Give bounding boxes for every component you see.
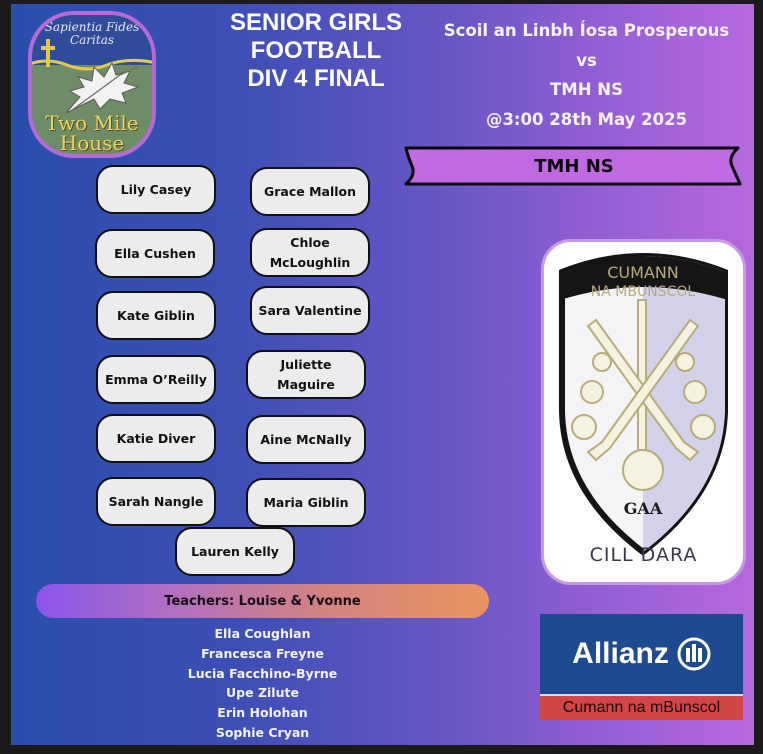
sponsor-logo: Allianz Cumann na mBunscol — [540, 614, 743, 720]
player-pill: Emma O’Reilly — [96, 355, 216, 404]
substitute-name: Lucia Facchino-Byrne — [187, 665, 338, 681]
svg-text:CUMANN: CUMANN — [607, 263, 679, 282]
player-pill: Juliette Maguire — [246, 350, 366, 399]
player-pill: Sarah Nangle — [96, 477, 216, 526]
school-crest-logo: Sapientia Fides Caritas Two Mile House — [28, 11, 156, 158]
match-details: Scoil an Linbh Íosa Prosperous vs TMH NS… — [419, 16, 754, 134]
team-banner: TMH NS — [402, 146, 746, 186]
cumann-na-mbunscol-crest: CUMANN NA MBUNSCOL GAA CILL DARA — [541, 239, 746, 585]
sponsor-brand: Allianz — [572, 637, 669, 670]
cross-icon — [41, 39, 55, 67]
svg-text:GAA: GAA — [624, 499, 663, 518]
player-pill: Grace Mallon — [250, 167, 370, 216]
substitute-name: Francesca Freyne — [201, 645, 324, 661]
substitute-name: Ella Coughlan — [214, 626, 311, 641]
crest-motto: Sapientia Fides Caritas — [44, 20, 140, 47]
team-banner-label: TMH NS — [534, 155, 614, 177]
away-team: TMH NS — [550, 80, 623, 99]
player-pill: Sara Valentine — [250, 286, 370, 335]
substitute-name: Erin Holohan — [217, 705, 308, 721]
county-name: CILL DARA — [589, 544, 698, 566]
player-pill: Maria Giblin — [246, 478, 366, 527]
ribbon-shape — [404, 146, 742, 186]
match-time-date: @3:00 28th May 2025 — [485, 109, 688, 129]
player-pill: Kate Giblin — [96, 291, 216, 340]
versus-label: vs — [576, 50, 597, 70]
shield-icon: CUMANN NA MBUNSCOL GAA — [559, 253, 728, 556]
crest-school-name: Two Mile House — [45, 111, 139, 155]
player-pill: Ella Cushen — [95, 229, 215, 278]
competition-title: SENIOR GIRLS FOOTBALL DIV 4 FINAL — [229, 9, 403, 92]
player-pill: Lily Casey — [96, 165, 216, 214]
fixture-poster: Sapientia Fides Caritas Two Mile House S… — [11, 4, 754, 745]
player-pill: Chloe McLoughlin — [250, 228, 370, 277]
player-pill: Katie Diver — [96, 414, 216, 463]
svg-text:NA MBUNSCOL: NA MBUNSCOL — [591, 284, 696, 300]
oak-leaf-icon — [65, 61, 140, 114]
allianz-eagle-icon — [677, 637, 711, 671]
home-team: Scoil an Linbh Íosa Prosperous — [443, 21, 730, 40]
teachers-bar: Teachers: Louise & Yvonne — [36, 584, 489, 618]
player-pill: Aine McNally — [246, 415, 366, 464]
player-pill: Lauren Kelly — [175, 527, 295, 576]
sponsor-subtitle: Cumann na mBunscol — [540, 696, 743, 720]
substitute-name: Sophie Cryan — [215, 724, 310, 740]
substitute-name: Upe Zilute — [226, 685, 299, 701]
substitutes-list: Ella Coughlan Francesca Freyne Lucia Fac… — [141, 624, 384, 743]
